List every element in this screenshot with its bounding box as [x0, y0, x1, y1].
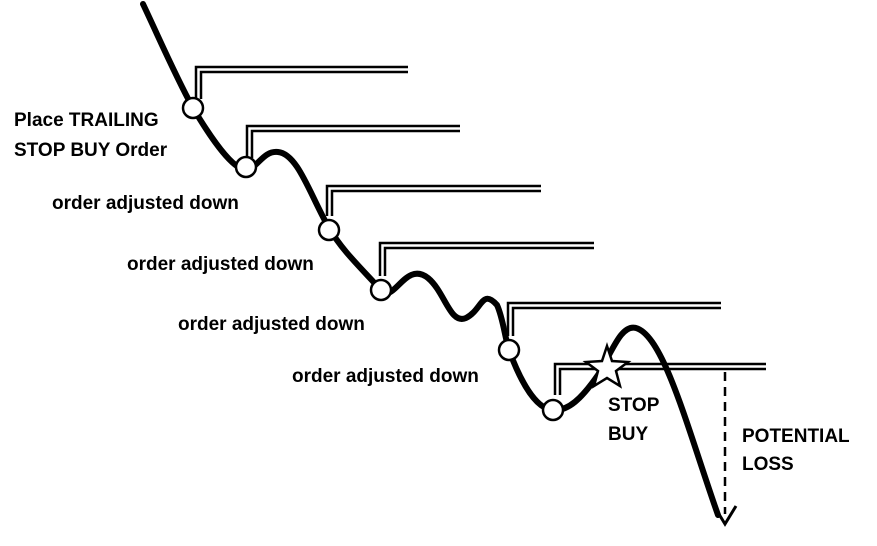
adjusted-label-2: order adjusted down — [127, 254, 314, 275]
circle-marker-icon — [497, 338, 521, 362]
adjusted-label-3: order adjusted down — [178, 314, 365, 335]
stop-level-5 — [506, 301, 721, 336]
potential-loss-label-line2: LOSS — [742, 454, 794, 475]
adjusted-label-1: order adjusted down — [52, 193, 239, 214]
stop-level-3 — [325, 184, 541, 216]
place-order-label-line2: STOP BUY Order — [14, 140, 168, 161]
stop-level-4 — [378, 241, 594, 276]
stop-buy-label-line1: STOP — [608, 395, 660, 416]
stop-level-1 — [194, 65, 408, 99]
potential-loss-label-line1: POTENTIAL — [742, 426, 850, 447]
stop-level-6 — [553, 362, 766, 395]
circle-marker-icon — [234, 155, 258, 179]
stop-buy-label-line2: BUY — [608, 424, 648, 445]
stop-levels — [194, 65, 766, 395]
adjust-points — [181, 96, 565, 422]
stop-level-2 — [245, 124, 460, 158]
star-icon — [582, 342, 632, 389]
circle-marker-icon — [317, 218, 341, 242]
circle-marker-icon — [181, 96, 205, 120]
adjusted-label-4: order adjusted down — [292, 366, 479, 387]
circle-marker-icon — [369, 278, 393, 302]
place-order-label-line1: Place TRAILING — [14, 110, 159, 131]
circle-marker-icon — [541, 398, 565, 422]
arrow-down-icon — [712, 372, 738, 527]
